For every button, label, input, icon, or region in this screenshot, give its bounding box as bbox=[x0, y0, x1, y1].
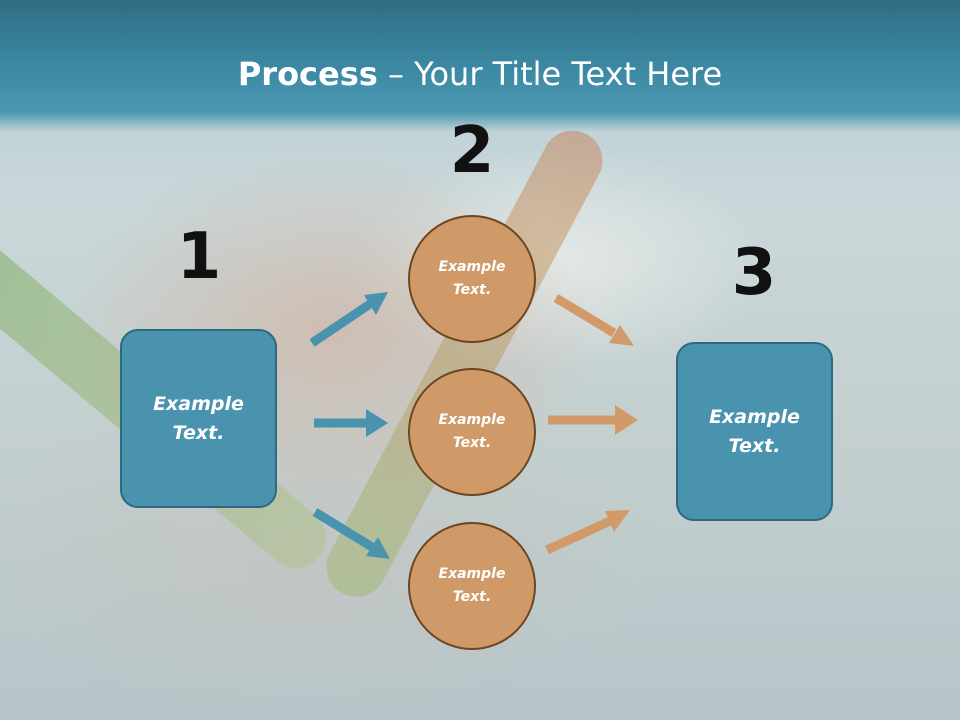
arrow-blue-down bbox=[312, 508, 390, 559]
arrow-orange-middle bbox=[548, 405, 638, 435]
circle-middle-text: Example Text. bbox=[438, 412, 506, 451]
circle-bottom-text: Example Text. bbox=[438, 566, 506, 605]
right-box: Example Text. bbox=[676, 342, 833, 521]
left-box: Example Text. bbox=[120, 329, 277, 508]
circle-top: Example Text. bbox=[408, 215, 536, 343]
slide-title: Process – Your Title Text Here bbox=[0, 52, 960, 96]
step-number-3: 3 bbox=[731, 236, 777, 310]
title-rest: – Your Title Text Here bbox=[377, 55, 723, 93]
title-bold: Process bbox=[237, 55, 378, 93]
arrow-orange-down bbox=[553, 294, 634, 346]
arrow-blue-middle bbox=[314, 409, 388, 437]
circle-top-text: Example Text. bbox=[438, 259, 506, 298]
arrow-orange-up bbox=[545, 510, 630, 555]
left-box-text: Example Text. bbox=[153, 392, 244, 444]
step-number-2: 2 bbox=[449, 114, 495, 188]
circle-bottom: Example Text. bbox=[408, 522, 536, 650]
title-band bbox=[0, 0, 960, 132]
arrow-blue-up bbox=[309, 292, 388, 347]
step-number-1: 1 bbox=[176, 220, 222, 294]
right-box-text: Example Text. bbox=[709, 405, 800, 457]
circle-middle: Example Text. bbox=[408, 368, 536, 496]
